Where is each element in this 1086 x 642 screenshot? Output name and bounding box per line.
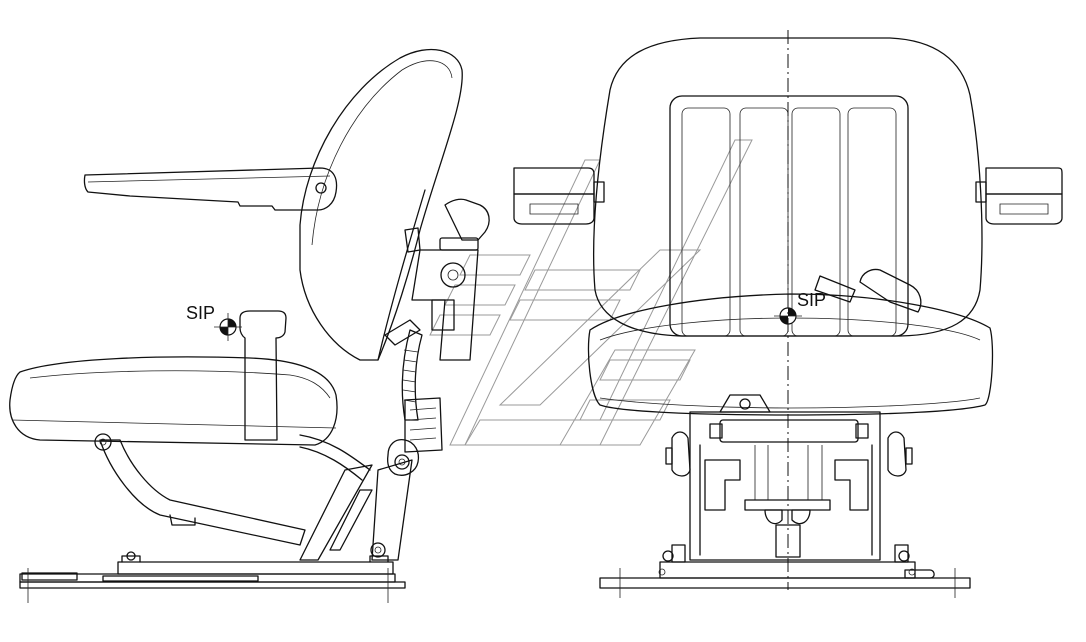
watermark-logo — [429, 139, 753, 446]
front-armrest-left — [513, 167, 605, 225]
side-recline-mechanism — [384, 198, 490, 421]
side-base-rail — [19, 551, 406, 603]
side-armrest-bracket — [239, 310, 287, 441]
sip-marker-front: SIP — [774, 290, 826, 325]
front-side-rollers — [665, 431, 913, 477]
front-armrest-right — [975, 167, 1063, 225]
side-adjust-knob — [387, 397, 443, 476]
side-armrest — [83, 167, 338, 211]
sip-marker-side: SIP — [186, 303, 242, 341]
sip-label-side: SIP — [186, 303, 215, 323]
side-support-struts — [299, 459, 413, 561]
side-seat-cushion — [9, 356, 338, 446]
sip-label-front: SIP — [797, 290, 826, 310]
front-adjust-lever — [814, 268, 922, 313]
seat-side-view: SIP — [9, 48, 490, 603]
front-base — [599, 544, 971, 598]
side-frame-tube — [94, 433, 371, 546]
front-suspension — [689, 394, 881, 561]
seat-front-view: SIP — [513, 30, 1063, 598]
side-backrest — [299, 48, 463, 361]
